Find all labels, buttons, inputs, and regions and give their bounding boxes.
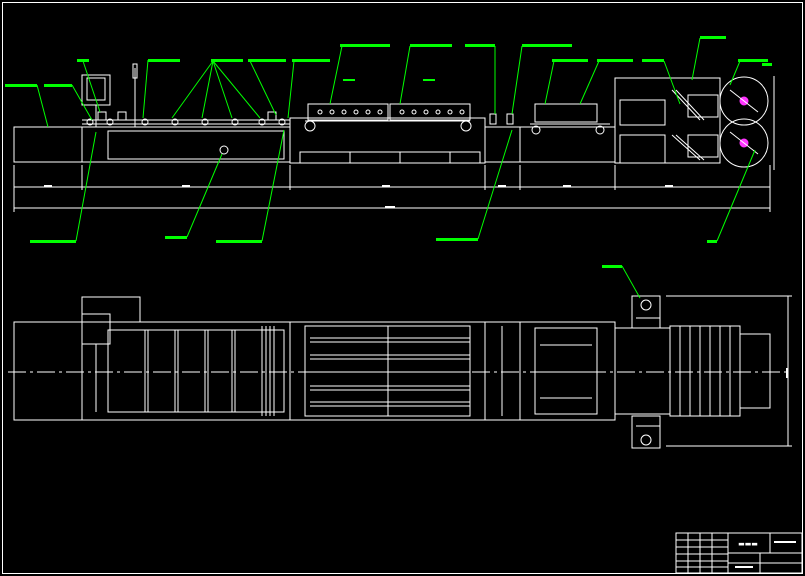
plan-control-cabinet (81, 296, 141, 323)
callout-label-10 (465, 44, 495, 47)
callout-label-15 (700, 36, 726, 39)
callout-label-16 (738, 59, 768, 62)
callout-label-7 (292, 59, 330, 62)
callout-label-18 (30, 240, 76, 243)
heater-unit-2 (389, 103, 471, 121)
callout-label-14 (642, 59, 664, 62)
plan-infeed-table (13, 321, 83, 421)
callout-label-11 (522, 44, 572, 47)
callout-label-21 (436, 238, 478, 241)
callout-label-19 (165, 236, 187, 239)
callout-label-9 (410, 44, 452, 47)
callout-label-6 (248, 59, 286, 62)
plan-heater-bars (310, 337, 470, 407)
cooling-section (519, 126, 616, 163)
detail-view-b (719, 118, 769, 168)
cooling-unit (534, 103, 598, 123)
callout-label-17 (762, 63, 772, 66)
plan-cooling-section (519, 321, 616, 421)
dimension-lines (13, 76, 775, 212)
callout-label-8 (340, 44, 390, 47)
plan-gripper-top (631, 295, 661, 329)
callout-label-1 (5, 84, 37, 87)
transfer-section (484, 126, 521, 163)
plan-stacker-plates (669, 325, 771, 417)
roller-set-1 (86, 111, 286, 126)
stacker-frame (614, 77, 721, 164)
callout-leaders (5, 36, 772, 243)
title-block: ▬▬▬ (675, 532, 803, 574)
main-frame-1 (81, 126, 291, 163)
drive-motor (219, 145, 229, 155)
callout-label-2 (44, 84, 72, 87)
heater-unit-1 (307, 103, 389, 121)
callout-label-13 (597, 59, 633, 62)
elevation-view (13, 63, 775, 212)
infeed-table (13, 126, 83, 163)
title-block-label: ▬▬▬ (738, 540, 758, 548)
callout-label-20 (216, 240, 262, 243)
plan-view (8, 265, 792, 449)
callout-label-22 (707, 240, 717, 243)
drive-roller-left (304, 120, 316, 132)
heater-elements (317, 109, 465, 115)
callout-label-12 (552, 59, 588, 62)
plan-rollers-1 (144, 326, 275, 416)
callout-label-3 (77, 59, 89, 62)
callout-label-4 (148, 59, 180, 62)
oven-section (289, 117, 486, 164)
plan-gripper-bottom (631, 415, 661, 449)
plan-stacker-section (614, 327, 671, 415)
detail-view-a (719, 76, 769, 126)
callout-label-23 (602, 265, 622, 268)
plan-frame-1 (81, 321, 291, 421)
callout-label-5 (211, 59, 243, 62)
drive-roller-right (460, 120, 472, 132)
